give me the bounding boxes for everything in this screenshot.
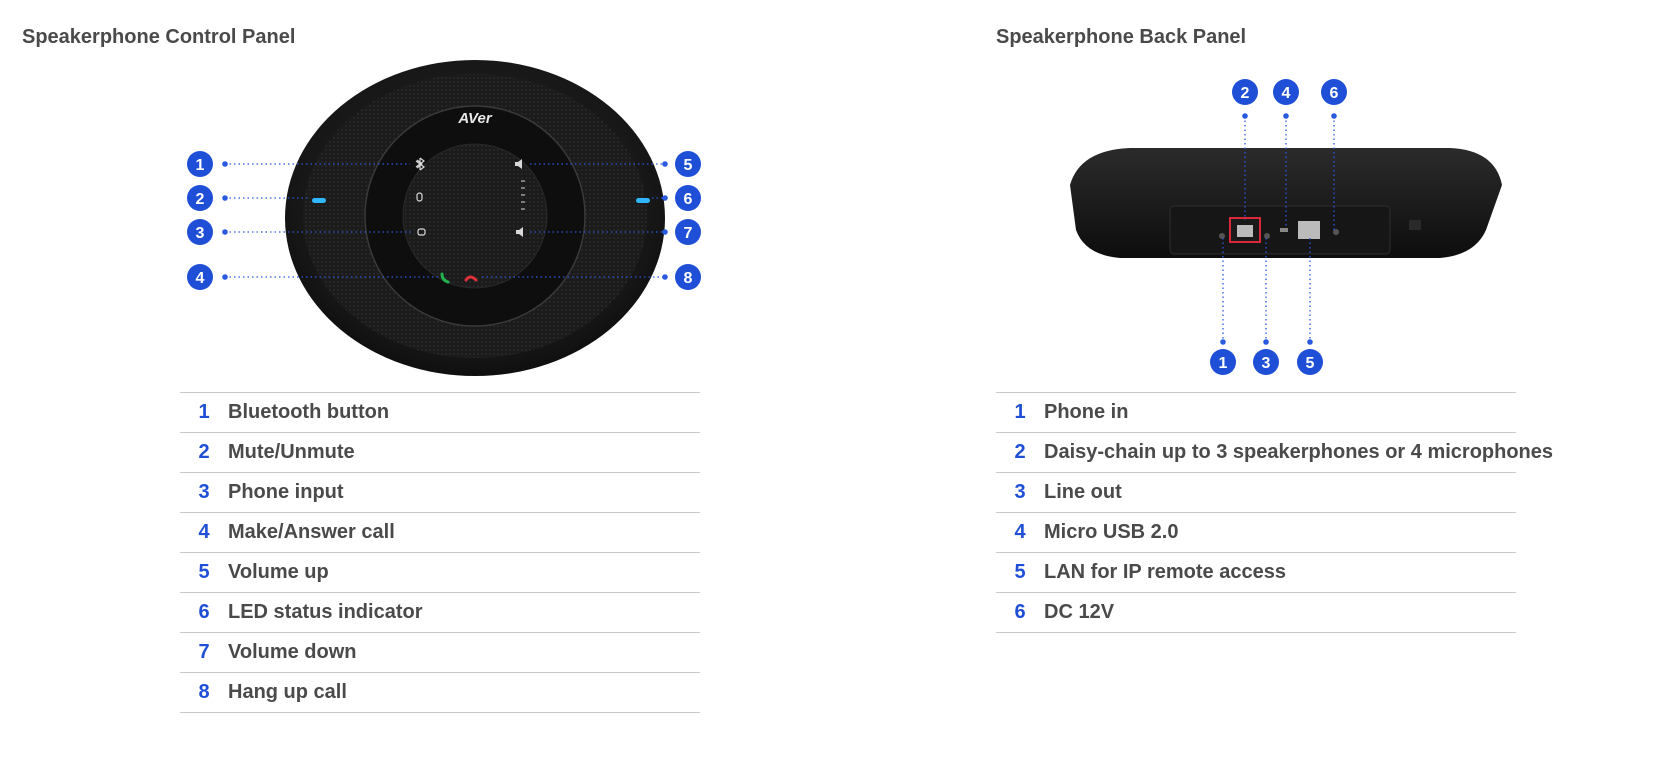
legend-number: 3 [1014,481,1026,503]
legend-number: 2 [1014,441,1026,463]
legend-number: 6 [1014,601,1026,623]
legend-label: Mute/Unmute [228,441,355,463]
callout-1: 1 [187,151,213,177]
svg-text:3: 3 [1262,355,1271,372]
line-out-port [1264,233,1270,239]
svg-text:1: 1 [1219,355,1228,372]
led-right-icon [636,198,650,203]
svg-text:6: 6 [1330,85,1339,102]
legend-number: 4 [198,521,210,543]
callout-5: 5 [675,151,701,177]
volume-down-icon[interactable] [516,227,523,237]
legend-number: 6 [198,601,210,623]
kensington-slot [1409,220,1421,230]
back-callout-1: 1 [1210,349,1236,375]
svg-text:3: 3 [196,225,205,242]
callout-7: 7 [675,219,701,245]
legend-number: 5 [1014,561,1026,583]
aver-logo: AVer [457,110,493,127]
phone-answer-icon[interactable] [440,272,450,284]
control-panel-legend: 1 Bluetooth button 2 Mute/Unmute 3 Phone in… [180,392,700,713]
svg-text:5: 5 [684,157,693,174]
volume-up-icon[interactable] [515,159,522,169]
callout-2: 2 [187,185,213,211]
legend-label: DC 12V [1044,601,1115,623]
phone-hangup-icon[interactable] [464,275,478,282]
bluetooth-icon[interactable] [415,157,425,171]
svg-text:2: 2 [1241,85,1250,102]
phone-in-port [1219,233,1225,239]
legend-label: LAN for IP remote access [1044,561,1286,583]
back-callout-6: 6 [1321,79,1347,105]
callout-8: 8 [675,264,701,290]
svg-text:7: 7 [684,225,693,242]
legend-number: 1 [1014,401,1026,423]
legend-label: Make/Answer call [228,521,395,543]
legend-row: 7 Volume down [180,633,700,673]
legend-row: 1 Bluetooth button [180,393,700,433]
legend-row: 6 DC 12V [996,593,1516,633]
back-callout-3: 3 [1253,349,1279,375]
legend-number: 5 [198,561,210,583]
legend-number: 2 [198,441,210,463]
back-panel-title: Speakerphone Back Panel [996,26,1247,48]
legend-row: 4 Make/Answer call [180,513,700,553]
legend-label: Daisy-chain up to 3 speakerphones or 4 m… [1044,441,1554,463]
rj45-jack [1237,225,1253,237]
svg-text:4: 4 [1282,85,1291,102]
callout-4: 4 [187,264,213,290]
control-panel-title: Speakerphone Control Panel [22,26,296,48]
back-callout-2: 2 [1232,79,1258,105]
legend-row: 5 Volume up [180,553,700,593]
center-mesh [402,143,548,289]
legend-row: 3 Line out [996,473,1516,513]
lan-port [1298,221,1320,239]
legend-row: 2 Daisy-chain up to 3 speakerphones or 4 … [996,433,1553,473]
legend-row: 4 Micro USB 2.0 [996,513,1516,553]
callout-3: 3 [187,219,213,245]
dc-12v-port [1333,229,1339,235]
speakerphone-top-diagram: AVer 1 2 3 4 5 [187,60,701,376]
volume-level-bars [521,180,525,210]
svg-text:5: 5 [1306,355,1315,372]
svg-text:6: 6 [684,191,693,208]
legend-number: 8 [198,681,210,703]
legend-label: Volume up [228,561,329,583]
legend-number: 4 [1014,521,1026,543]
phone-input-icon[interactable] [417,228,426,236]
legend-row: 5 LAN for IP remote access [996,553,1516,593]
legend-label: LED status indicator [228,601,423,623]
legend-label: Hang up call [228,681,347,703]
legend-row: 8 Hang up call [180,673,700,713]
legend-row: 6 LED status indicator [180,593,700,633]
microphone-icon[interactable] [416,192,423,202]
legend-label: Line out [1044,481,1122,503]
legend-row: 2 Mute/Unmute [180,433,700,473]
svg-text:4: 4 [196,270,205,287]
back-callout-5: 5 [1297,349,1323,375]
speakerphone-back-diagram: 2 4 6 1 3 5 [1070,79,1502,375]
legend-number: 1 [198,401,210,423]
legend-label: Phone input [228,481,344,503]
back-panel-legend: 1 Phone in 2 Daisy-chain up to 3 speakerph… [996,392,1553,633]
micro-usb-port [1280,228,1288,232]
back-callout-4: 4 [1273,79,1299,105]
svg-text:8: 8 [684,270,693,287]
legend-number: 7 [198,641,210,663]
led-left-icon [312,198,326,203]
legend-label: Bluetooth button [228,401,390,423]
legend-number: 3 [198,481,210,503]
legend-label: Micro USB 2.0 [1044,521,1179,543]
legend-row: 3 Phone input [180,473,700,513]
callout-6: 6 [675,185,701,211]
svg-text:1: 1 [196,157,205,174]
legend-row: 1 Phone in [996,393,1516,433]
svg-text:2: 2 [196,191,205,208]
legend-label: Volume down [228,641,357,663]
legend-label: Phone in [1044,401,1129,423]
